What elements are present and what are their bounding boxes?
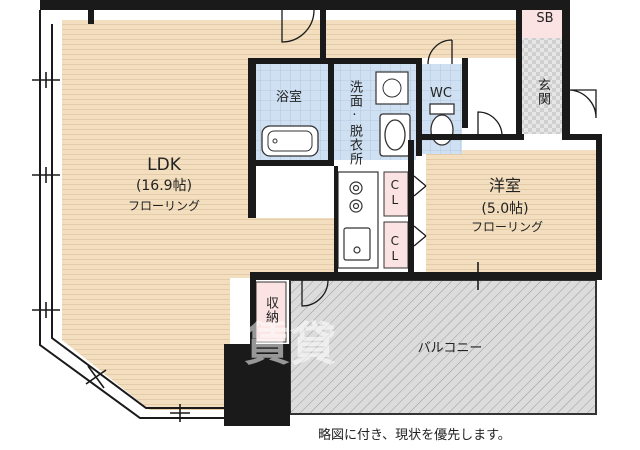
watermark: 賃貸 (243, 317, 336, 371)
storage-label: 収納 (262, 296, 278, 324)
ldk-floor-label: フローリング (127, 199, 200, 213)
closet-2-label: CL (387, 234, 402, 264)
walls (40, 0, 602, 426)
shoe-box-label: SB (536, 11, 554, 26)
washing-machine-icon (375, 71, 409, 105)
balcony-label: バルコニー (417, 341, 483, 356)
ldk-label: LDK (147, 155, 181, 175)
closet-1-label: CL (387, 178, 402, 208)
ldk-size-label: (16.9帖) (135, 178, 193, 194)
storage-closet (255, 281, 287, 343)
ldk-floor (62, 20, 336, 410)
entrance-label: 玄関 (534, 78, 550, 106)
balcony-floor (290, 280, 596, 414)
western-room-floor (426, 150, 596, 272)
western-room-size-label: (5.0帖) (481, 201, 529, 217)
sliding-window (432, 262, 570, 290)
entrance-floor (518, 38, 562, 134)
disclaimer-note: 略図に付き、現状を優先します。 (318, 428, 511, 443)
washroom-label: 洗面·脱衣所 (346, 80, 362, 166)
sink-icon (343, 227, 371, 261)
western-room-floor-label: フローリング (470, 220, 543, 234)
doors (281, 9, 597, 307)
stove-icon (349, 181, 363, 213)
wash-basin-icon (379, 113, 411, 157)
bath-label: 浴室 (275, 90, 302, 105)
shoe-box-floor (520, 10, 562, 38)
bathtub-icon (261, 125, 319, 157)
ldk-upper-floor (250, 20, 520, 58)
western-room-label: 洋室 (488, 176, 521, 195)
window-mullions (32, 72, 190, 422)
wc-label: WC (430, 86, 452, 101)
